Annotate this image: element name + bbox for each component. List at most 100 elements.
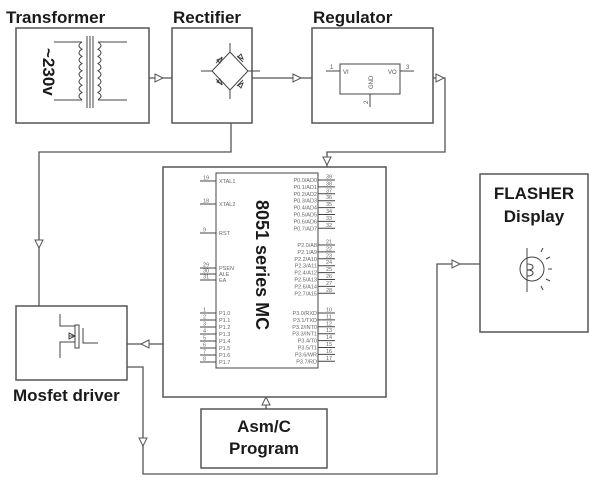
pin-label: P3.4/T0 [298,339,317,345]
arrow-down-icon [322,156,332,167]
mc-pin: 7P1.6 [200,350,230,359]
regulator-block: VI VO GND 1 3 2 [311,27,434,124]
pin-number: 16 [326,349,332,355]
arrow-right-icon [435,73,446,83]
pin-number: 26 [326,274,332,280]
pin-number: 8 [203,357,206,363]
pin-number: 38 [326,181,332,187]
pin-label: RST [219,231,231,237]
arrowheads [34,73,462,448]
pin-number: 10 [326,308,332,314]
rectifier-title: Rectifier [173,8,241,27]
lamp-icon [519,247,552,292]
pin-number: 13 [326,328,332,334]
mosfet-box [15,305,128,381]
pin-label: P1.0 [219,311,230,317]
pin-label: P0.6/AD6 [293,219,317,225]
pin-label: P0.0/AD0 [293,178,317,184]
pin-number: 5 [203,336,206,342]
flasher-title-line1: FLASHER [494,184,574,203]
pin-number: 25 [326,267,332,273]
wire-rectifier-mosfet [38,123,232,306]
wire-mosfet-flasher [127,263,480,475]
pin-number: 37 [326,188,332,194]
regulator-pin-3: 3 [406,65,410,71]
pin-label: XTAL1 [219,179,235,185]
rectifier-block [171,27,260,124]
pin-number: 28 [326,288,332,294]
regulator-pin-gnd: GND [369,75,375,89]
pin-number: 24 [326,260,332,266]
pin-number: 31 [203,275,209,281]
pin-number: 22 [326,246,332,252]
pin-label: P3.7/RD [296,359,317,365]
pin-number: 11 [326,314,332,320]
mc-pin: 4P1.3 [200,329,230,338]
transformer-title: Transformer [6,8,106,27]
pin-label: P1.4 [219,339,230,345]
mc-title: 8051 series MC [252,200,272,330]
regulator-pin-1: 1 [330,65,334,71]
pin-number: 1 [203,308,206,314]
mc-ic-body [215,172,319,369]
transformer-block: ~230v [15,27,150,124]
mc-left-pins: 19XTAL118XTAL29RST29PSEN30ALE31EA1P1.02P… [200,176,235,366]
regulator-box [311,27,434,124]
program-block: Asm/C Program [200,408,328,469]
pin-label: P0.7/AD7 [293,226,317,232]
pin-number: 9 [203,228,206,234]
regulator-pin-2: 2 [364,100,370,104]
pin-label: P1.7 [219,360,230,366]
pin-number: 29 [203,263,209,269]
pin-number: 30 [203,269,209,275]
program-title-line2: Program [229,439,299,458]
pin-number: 34 [326,209,332,215]
mc-pin: 3P1.2 [200,322,230,331]
arrow-down-icon [34,239,44,250]
pin-label: PSEN [219,266,234,272]
mosfet-title: Mosfet driver [13,386,120,405]
arrow-right-icon [292,73,303,83]
pin-label: P2.7/A15 [294,291,317,297]
pin-number: 33 [326,216,332,222]
transformer-voltage-label: ~230v [39,48,58,96]
pin-number: 4 [203,329,206,335]
mc-pin: 1P1.0 [200,308,230,317]
pin-label: P2.2/A10 [294,257,317,263]
bridge-rectifier-icon [201,43,260,99]
pin-label: P1.1 [219,318,230,324]
transformer-box [15,27,150,124]
arrow-left-icon [139,339,150,349]
mc-pin: 8P1.7 [200,357,230,366]
pin-number: 32 [326,223,332,229]
pin-label: XTAL2 [219,202,235,208]
pin-label: P0.2/AD2 [293,192,317,198]
pin-label: P3.1/TXD [293,318,317,324]
pin-label: P2.6/A14 [294,284,317,290]
flasher-box [479,173,589,333]
